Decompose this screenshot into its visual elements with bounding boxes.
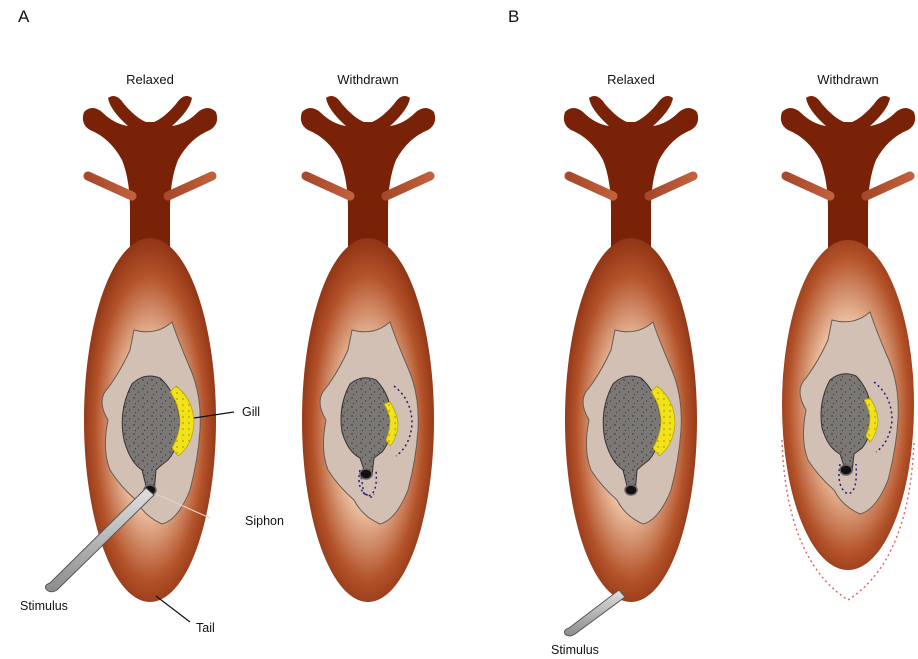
state-title-b-relaxed: Relaxed	[607, 72, 655, 87]
siphon-opening	[625, 485, 637, 495]
animal-a-withdrawn	[301, 96, 435, 602]
animal-b-withdrawn	[781, 96, 915, 600]
siphon-opening	[360, 469, 372, 479]
label-gill: Gill	[242, 405, 260, 419]
state-title-a-withdrawn: Withdrawn	[337, 72, 398, 87]
state-title-b-withdrawn: Withdrawn	[817, 72, 878, 87]
animal-b-relaxed	[564, 96, 698, 636]
label-siphon: Siphon	[245, 514, 284, 528]
panel-letter-a: A	[18, 7, 30, 26]
label-stimulus-a: Stimulus	[20, 599, 68, 613]
label-tail: Tail	[196, 621, 215, 635]
siphon-opening	[840, 465, 852, 475]
tail-leader	[156, 596, 190, 622]
animal-a-relaxed	[46, 96, 235, 622]
panel-letter-b: B	[508, 7, 519, 26]
label-stimulus-b: Stimulus	[551, 643, 599, 657]
probe-icon	[565, 590, 626, 636]
state-title-a-relaxed: Relaxed	[126, 72, 174, 87]
